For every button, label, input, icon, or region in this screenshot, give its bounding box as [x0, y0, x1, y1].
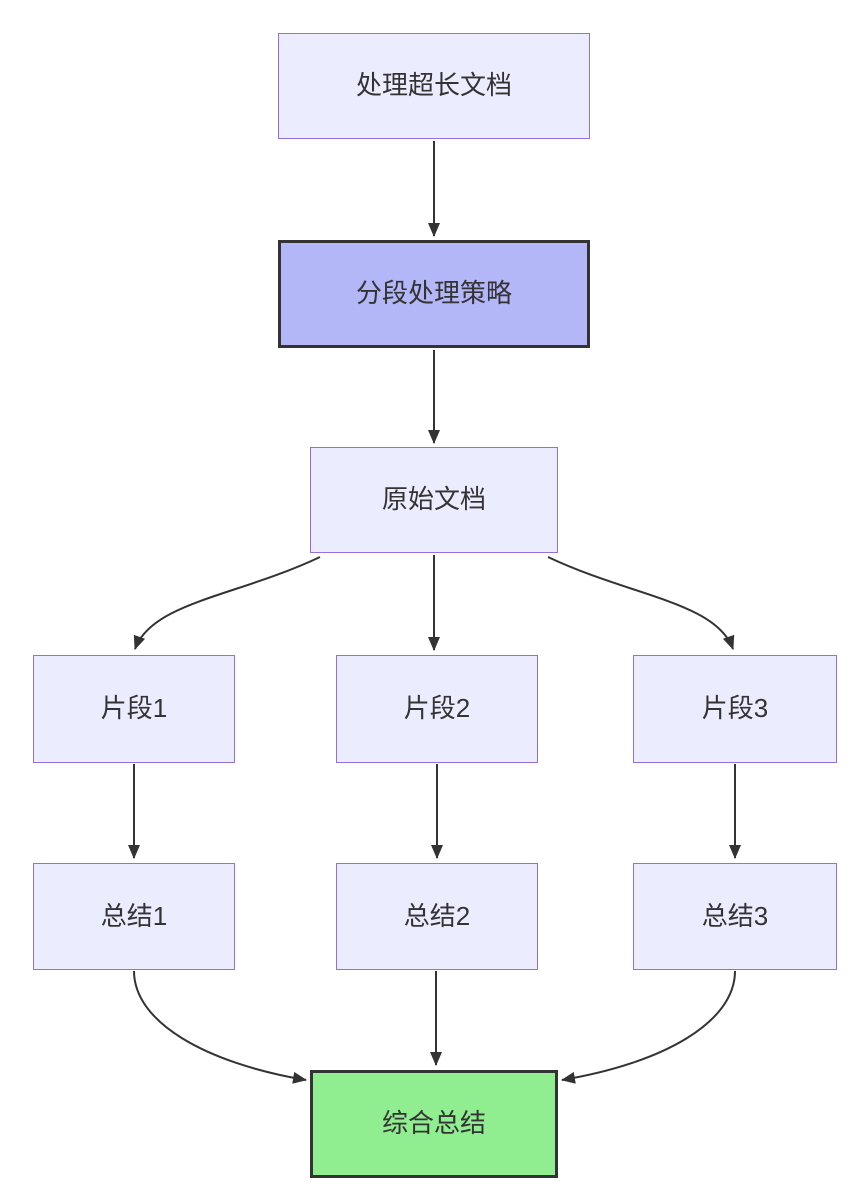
edge-original-to-fragment-1: [133, 556, 321, 650]
flowchart-node-fragment-2: 片段2: [336, 655, 538, 763]
edge-original-to-fragment-3: [547, 556, 735, 650]
edge-summary-3-to-combined: [561, 970, 736, 1084]
flowchart-node-summary-2: 总结2: [336, 863, 538, 970]
flowchart-node-segmentation-strategy: 分段处理策略: [278, 240, 590, 348]
flowchart-node-original-document: 原始文档: [310, 447, 558, 553]
edge-summary-1-to-combined: [133, 970, 307, 1084]
flowchart-node-combined-summary: 综合总结: [310, 1070, 558, 1178]
flowchart-node-summary-1: 总结1: [33, 863, 235, 970]
flowchart-node-fragment-1: 片段1: [33, 655, 235, 763]
flowchart-node-summary-3: 总结3: [633, 863, 837, 970]
flowchart-node-process-long-document: 处理超长文档: [278, 33, 590, 139]
flowchart-node-fragment-3: 片段3: [633, 655, 837, 763]
